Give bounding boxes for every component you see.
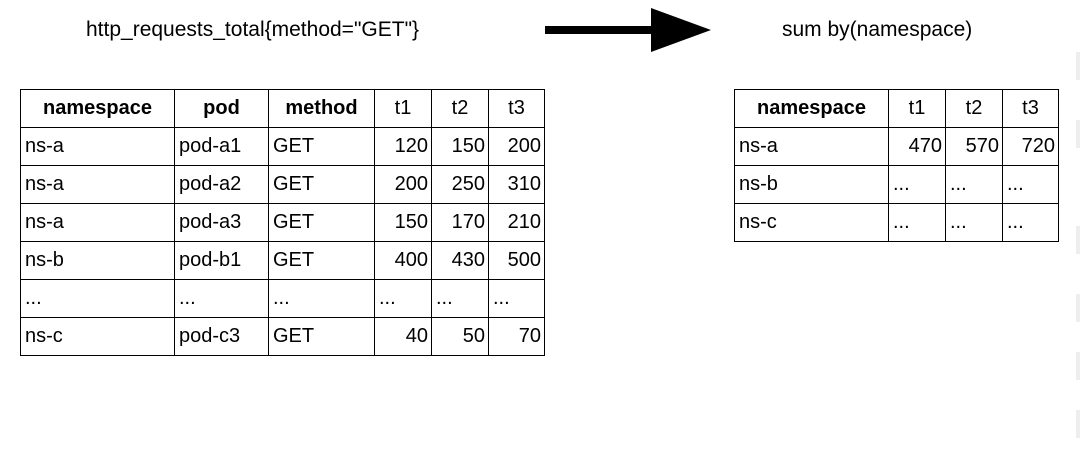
table-cell: 50 [431,317,489,356]
table-cell: ... [20,279,175,318]
table-cell: 200 [374,165,432,204]
edge-decoration [1076,410,1080,438]
table-cell: GET [268,165,375,204]
table-row: ns-b......... [734,165,1059,204]
table-header-row: namespace pod method t1 t2 t3 [20,89,545,128]
table-cell: ns-a [20,165,175,204]
source-query-caption: http_requests_total{method="GET"} [86,18,420,41]
table-cell: 430 [431,241,489,280]
column-header-pod: pod [174,89,269,128]
column-header-t2: t2 [945,89,1003,128]
table-cell: ... [888,165,946,204]
table-cell: 470 [888,127,946,166]
table-cell: GET [268,241,375,280]
table-cell: ns-b [734,165,889,204]
table-cell: ns-a [734,127,889,166]
table-cell: ... [431,279,489,318]
table-cell: 150 [431,127,489,166]
table-cell: pod-c3 [174,317,269,356]
edge-decoration [1076,294,1080,322]
table-cell: 500 [488,241,545,280]
table-header-row: namespace t1 t2 t3 [734,89,1059,128]
edge-decoration [1076,352,1080,380]
edge-decoration [1076,52,1080,80]
table-cell: GET [268,127,375,166]
column-header-method: method [268,89,375,128]
table-cell: 310 [488,165,545,204]
column-header-t1: t1 [374,89,432,128]
table-cell: 400 [374,241,432,280]
edge-decoration [1076,120,1080,148]
table-cell: ... [888,203,946,242]
table-cell: pod-a3 [174,203,269,242]
column-header-namespace: namespace [734,89,889,128]
table-cell: ns-c [734,203,889,242]
table-row: ns-c......... [734,203,1059,242]
right-arrow-icon [545,8,711,52]
table-cell: 170 [431,203,489,242]
table-cell: 720 [1002,127,1059,166]
table-cell: ... [1002,165,1059,204]
edge-decoration [1076,226,1080,254]
table-cell: GET [268,203,375,242]
column-header-t3: t3 [488,89,545,128]
table-cell: ... [488,279,545,318]
column-header-t1: t1 [888,89,946,128]
column-header-namespace: namespace [20,89,175,128]
table-cell: ... [1002,203,1059,242]
table-cell: ... [945,203,1003,242]
table-cell: ns-a [20,127,175,166]
table-cell: ... [374,279,432,318]
aggregation-caption: sum by(namespace) [782,18,973,41]
table-cell: 120 [374,127,432,166]
table-row: .................. [20,279,545,318]
table-cell: pod-a2 [174,165,269,204]
table-cell: ns-c [20,317,175,356]
table-cell: GET [268,317,375,356]
table-cell: ... [268,279,375,318]
table-cell: 150 [374,203,432,242]
table-cell: ... [945,165,1003,204]
table-cell: ns-b [20,241,175,280]
column-header-t2: t2 [431,89,489,128]
table-cell: 40 [374,317,432,356]
table-cell: ... [174,279,269,318]
table-cell: pod-b1 [174,241,269,280]
table-cell: ns-a [20,203,175,242]
table-cell: 70 [488,317,545,356]
table-cell: 570 [945,127,1003,166]
table-cell: 200 [488,127,545,166]
table-cell: 210 [488,203,545,242]
column-header-t3: t3 [1002,89,1059,128]
table-cell: pod-a1 [174,127,269,166]
table-cell: 250 [431,165,489,204]
